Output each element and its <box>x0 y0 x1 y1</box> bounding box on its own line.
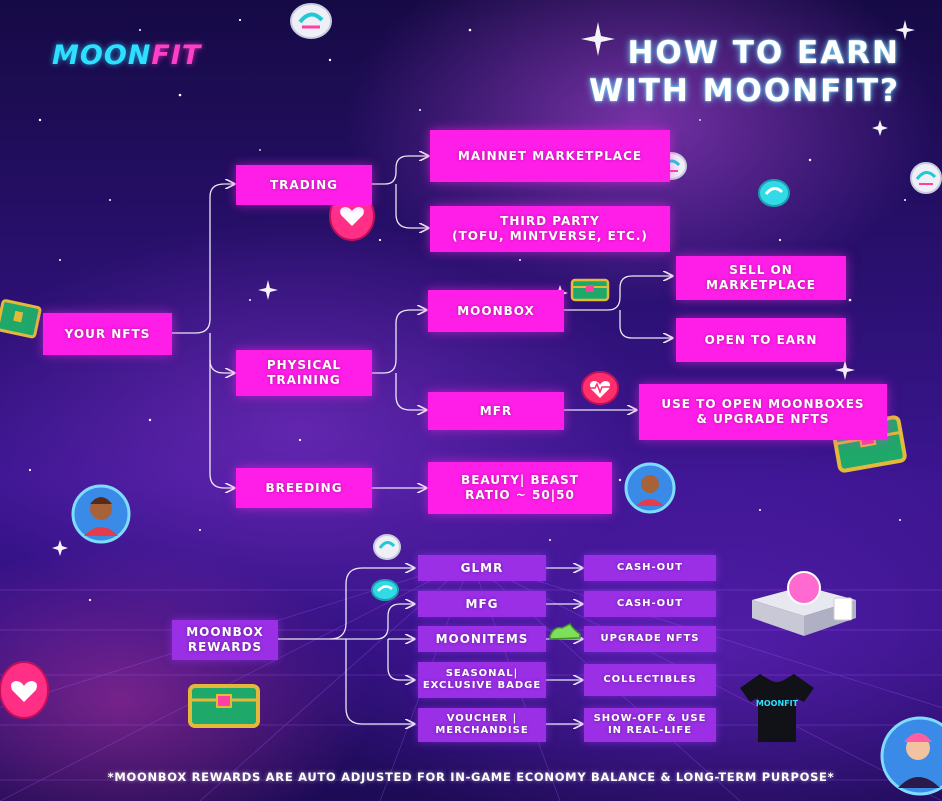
node-breeding: BREEDING <box>236 468 372 508</box>
svg-text:MOONFIT: MOONFIT <box>756 699 799 708</box>
moonfit-coin-icon <box>373 534 401 560</box>
node-cashout-glmr: CASH-OUT <box>584 555 716 581</box>
page-title: HOW TO EARN WITH MOONFIT? <box>560 34 900 110</box>
node-third-party: THIRD PARTY (TOFU, MINTVERSE, ETC.) <box>430 206 670 252</box>
logo-main: MOON <box>52 40 152 71</box>
node-glmr: GLMR <box>418 555 546 581</box>
node-cashout-mfg: CASH-OUT <box>584 591 716 617</box>
moonfit-logo: MOONFIT <box>52 40 201 71</box>
node-your-nfts: YOUR NFTS <box>43 313 172 355</box>
logo-accent: FIT <box>151 40 202 71</box>
heart-token-icon <box>0 661 49 719</box>
node-mainnet-marketplace: MAINNET MARKETPLACE <box>430 130 670 182</box>
moonfit-coin-icon <box>910 162 942 194</box>
node-collectibles: COLLECTIBLES <box>584 664 716 696</box>
node-trading: TRADING <box>236 165 372 205</box>
node-mfr: MFR <box>428 392 564 430</box>
teal-token-icon <box>371 579 399 601</box>
heart-token-icon <box>581 371 619 405</box>
avatar-icon <box>624 462 676 514</box>
title-line-2: WITH MOONFIT? <box>589 73 900 109</box>
node-moonbox: MOONBOX <box>428 290 564 332</box>
node-use-to-open-moonboxes: USE TO OPEN MOONBOXES & UPGRADE NFTS <box>639 384 887 440</box>
shoe-icon <box>549 623 581 640</box>
avatar-icon <box>880 716 942 796</box>
node-moonitems: MOONITEMS <box>418 626 546 652</box>
teal-token-icon <box>758 179 790 207</box>
footer-note: *MOONBOX REWARDS ARE AUTO ADJUSTED FOR I… <box>107 770 835 784</box>
avatar-icon <box>71 484 131 544</box>
node-beauty-beast-ratio: BEAUTY| BEAST RATIO ~ 50|50 <box>428 462 612 514</box>
node-open-to-earn: OPEN TO EARN <box>676 318 846 362</box>
treasure-chest-icon <box>0 299 42 339</box>
node-upgrade-nfts: UPGRADE NFTS <box>584 626 716 652</box>
title-line-1: HOW TO EARN <box>627 35 900 71</box>
mug-icon <box>833 597 853 621</box>
node-show-off: SHOW-OFF & USE IN REAL-LIFE <box>584 708 716 742</box>
tshirt-icon: MOONFIT <box>740 674 814 742</box>
moonfit-coin-icon <box>290 3 332 39</box>
node-physical-training: PHYSICAL TRAINING <box>236 350 372 396</box>
treasure-chest-icon <box>188 684 260 728</box>
node-sell-on-marketplace: SELL ON MARKETPLACE <box>676 256 846 300</box>
node-seasonal-badge: SEASONAL| EXCLUSIVE BADGE <box>418 662 546 698</box>
merch-box-icon <box>752 571 856 636</box>
treasure-chest-icon <box>570 278 610 302</box>
node-moonbox-rewards: MOONBOX REWARDS <box>172 620 278 660</box>
node-mfg: MFG <box>418 591 546 617</box>
node-voucher-merchandise: VOUCHER | MERCHANDISE <box>418 708 546 742</box>
